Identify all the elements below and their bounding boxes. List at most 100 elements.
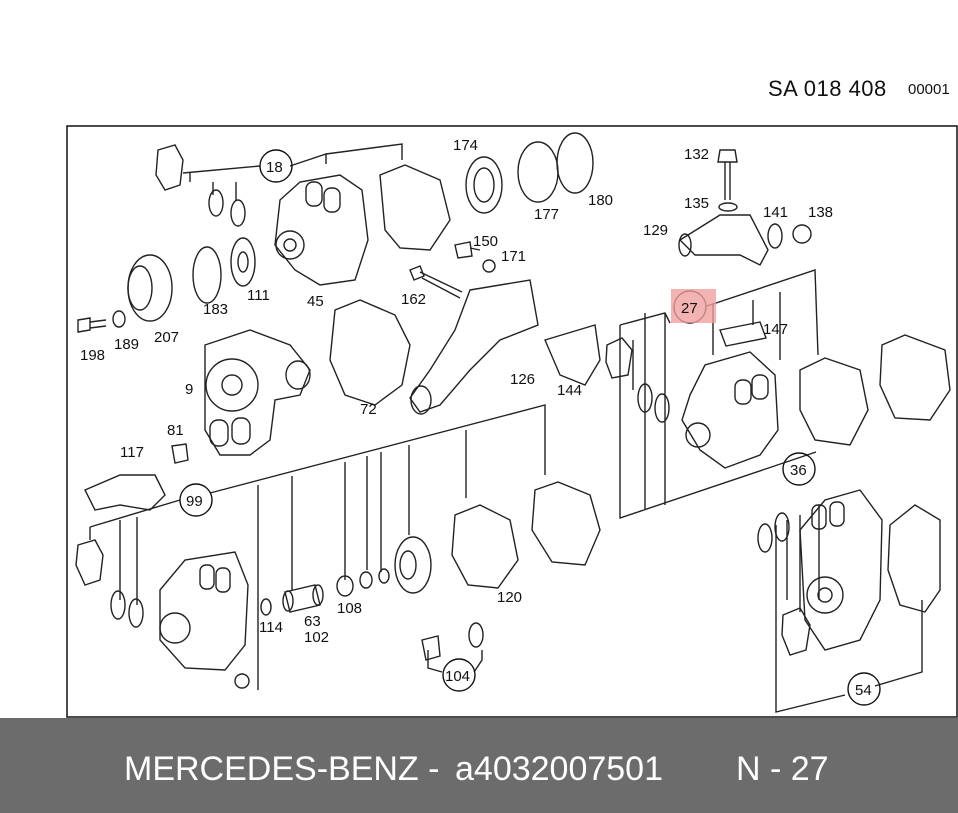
washer-135 <box>718 202 738 212</box>
gasket-144 <box>544 324 601 386</box>
label-36: 36 <box>790 462 807 479</box>
flange-183 <box>192 246 222 304</box>
label-54: 54 <box>855 682 872 699</box>
caption-brand: MERCEDES-BENZ - <box>124 750 440 788</box>
screw-150 <box>454 241 481 259</box>
diagram-frame <box>66 125 958 718</box>
cover-gasket-18 <box>379 164 451 251</box>
label-102: 102 <box>304 629 329 646</box>
seal-111 <box>230 237 256 287</box>
pulley-102 <box>394 536 432 594</box>
ring-141 <box>767 223 783 249</box>
leader-54-group <box>775 505 923 713</box>
cover-gasket-36 <box>799 357 869 446</box>
label-108: 108 <box>337 600 362 617</box>
oring-18a <box>208 189 224 217</box>
callout-circle-99 <box>179 483 213 517</box>
gasket-147 <box>719 321 767 347</box>
label-81: 81 <box>167 422 184 439</box>
drawing-code: SA 018 408 <box>768 76 887 101</box>
water-pump-housing-54 <box>799 489 883 651</box>
label-9: 9 <box>185 381 193 398</box>
sheet-number: 00001 <box>908 81 950 98</box>
label-126: 126 <box>510 371 535 388</box>
leader-104 <box>427 650 483 673</box>
leader-18-sub <box>189 173 237 200</box>
label-135: 135 <box>684 195 709 212</box>
gasket-72 <box>329 299 411 406</box>
water-pump-housing-99 <box>159 551 249 671</box>
label-207: 207 <box>154 329 179 346</box>
label-198: 198 <box>80 347 105 364</box>
gasket-120b <box>531 481 601 566</box>
label-141: 141 <box>763 204 788 221</box>
label-111: 111 <box>247 287 270 304</box>
plug-104 <box>421 635 441 661</box>
label-138: 138 <box>808 204 833 221</box>
oring-18b <box>230 199 246 227</box>
elbow-117 <box>84 474 166 511</box>
label-180: 180 <box>588 192 613 209</box>
label-177: 177 <box>534 206 559 223</box>
pulley-207 <box>127 254 173 322</box>
gasket-99 <box>75 539 104 586</box>
label-120: 120 <box>497 589 522 606</box>
plug-99 <box>234 673 250 689</box>
gasket-120 <box>451 504 519 589</box>
snap-ring-180 <box>556 132 594 194</box>
water-pump-27 <box>681 351 779 469</box>
leader-27-group <box>619 269 819 519</box>
shaft-63 <box>284 584 321 613</box>
ring-104 <box>468 622 484 648</box>
gasket-27a <box>605 337 633 379</box>
bolt-198 <box>77 317 107 333</box>
label-45: 45 <box>307 293 324 310</box>
leader-18 <box>182 143 403 174</box>
callout-circle-36 <box>782 452 816 486</box>
label-114: 114 <box>259 619 283 636</box>
label-63: 63 <box>304 613 321 630</box>
label-129: 129 <box>643 222 668 239</box>
label-72: 72 <box>360 401 377 418</box>
label-104: 104 <box>445 668 470 685</box>
highlight-box-27 <box>671 289 716 323</box>
gasket-18 <box>155 144 184 191</box>
cover-gasket-36b <box>879 334 951 421</box>
label-189: 189 <box>114 336 139 353</box>
label-147: 147 <box>763 321 788 338</box>
bearing-108 <box>336 575 354 597</box>
washer-189 <box>112 310 126 328</box>
elbow-129 <box>678 214 769 266</box>
label-18: 18 <box>266 159 283 176</box>
leader-99-group <box>89 404 546 690</box>
ring-114 <box>260 598 272 616</box>
nut-171 <box>482 259 496 273</box>
label-171: 171 <box>501 248 526 265</box>
caption-bar: MERCEDES-BENZ - a4032007501 N - 27 <box>0 718 958 813</box>
label-132: 132 <box>684 146 709 163</box>
plug-138 <box>792 224 812 244</box>
label-150: 150 <box>473 233 498 250</box>
label-99: 99 <box>186 493 203 510</box>
leader-27-sub <box>752 292 781 360</box>
label-174: 174 <box>453 137 478 154</box>
cover-gasket-54 <box>887 504 941 613</box>
label-144: 144 <box>557 382 582 399</box>
label-117: 117 <box>120 444 144 461</box>
water-pump-9 <box>204 329 311 456</box>
callout-circle-104 <box>442 658 476 692</box>
caption-part-number: a4032007501 <box>455 750 664 788</box>
ring-177 <box>517 141 559 203</box>
seal-174 <box>465 156 503 214</box>
callout-circle-18 <box>259 149 293 183</box>
bolt-132 <box>717 149 738 200</box>
caption-page-ref: N - 27 <box>736 750 829 788</box>
label-162: 162 <box>401 291 426 308</box>
bolt-162 <box>409 265 463 299</box>
label-183: 183 <box>203 301 228 318</box>
pipe-126 <box>409 279 539 413</box>
plug-81 <box>171 443 189 464</box>
gasket-54 <box>781 607 811 656</box>
label-27: 27 <box>681 300 698 317</box>
